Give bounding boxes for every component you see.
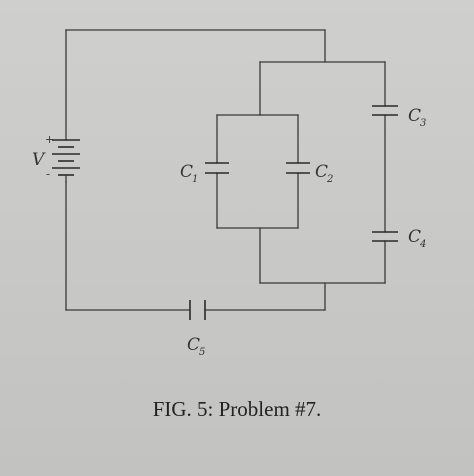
c4-label: C	[408, 227, 421, 247]
inner-loop-wires	[216, 114, 299, 229]
voltage-label: V	[32, 150, 46, 170]
battery-symbol	[52, 139, 80, 183]
c3-subscript: 3	[420, 118, 426, 129]
battery-minus-label: -	[46, 167, 50, 181]
middle-loop-wires	[259, 61, 386, 284]
c4-subscript: 4	[419, 239, 426, 250]
c5-label: C	[187, 335, 200, 355]
c3-label: C	[408, 106, 421, 126]
capacitor-c1	[205, 162, 229, 174]
c5-subscript: 5	[199, 347, 205, 358]
capacitor-c4	[372, 231, 398, 242]
battery-plus-label: +	[45, 133, 54, 146]
capacitor-c3	[372, 105, 398, 116]
capacitor-c5	[189, 300, 206, 320]
outer-loop-wires	[65, 29, 326, 311]
c1-subscript: 1	[192, 174, 198, 185]
c2-subscript: 2	[326, 174, 333, 185]
capacitor-c2	[286, 162, 310, 174]
c2-label: C	[315, 162, 328, 182]
c1-label: C	[180, 162, 193, 182]
figure-caption: FIG. 5: Problem #7.	[152, 397, 322, 421]
